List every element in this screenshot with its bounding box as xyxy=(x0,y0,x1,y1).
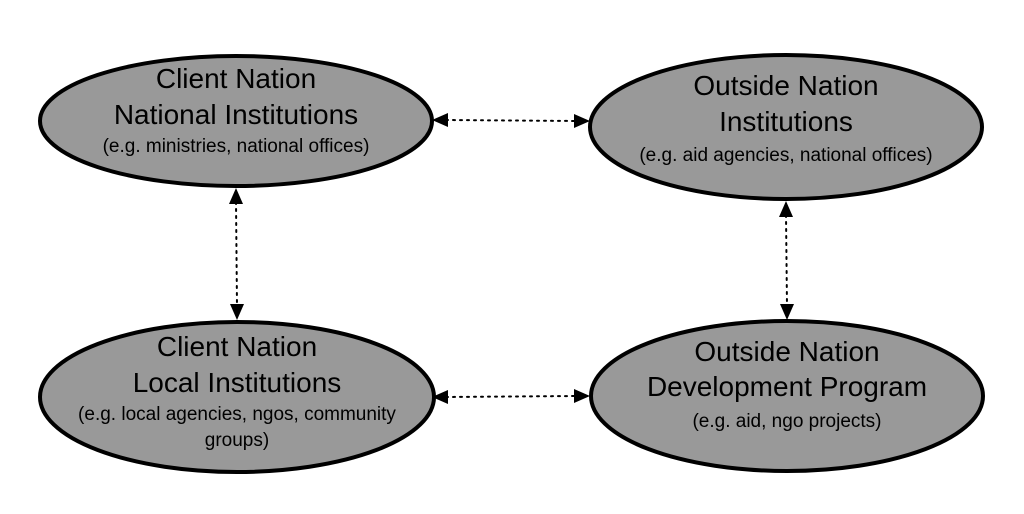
node-client-national-institutions: Client Nation National Institutions (e.g… xyxy=(38,54,434,188)
arrow-right-head xyxy=(574,389,590,403)
arrow-left-head xyxy=(432,113,448,127)
node-shape xyxy=(589,319,985,473)
node-client-local-institutions: Client Nation Local Institutions (e.g. l… xyxy=(38,320,436,474)
node-subtitle-line-1: (e.g. aid agencies, national offices) xyxy=(639,145,932,166)
node-title-line-2: Development Program xyxy=(647,371,927,402)
node-title-line-2: Institutions xyxy=(719,106,853,137)
arrow-down-head xyxy=(230,304,244,320)
arrow-up-head xyxy=(229,188,243,204)
connector-line xyxy=(445,395,577,398)
arrow-left-head xyxy=(432,390,448,404)
node-title-line-1: Outside Nation xyxy=(694,336,879,367)
node-title-line-2: National Institutions xyxy=(114,99,358,130)
node-title-line-1: Outside Nation xyxy=(693,70,878,101)
connector-outside-institutions-to-outside-program xyxy=(779,201,794,320)
node-outside-nation-institutions: Outside Nation Institutions (e.g. aid ag… xyxy=(588,53,984,201)
node-title-line-1: Client Nation xyxy=(156,63,316,94)
node-title-line-2: Local Institutions xyxy=(133,367,342,398)
node-shape xyxy=(38,54,434,188)
connector-line xyxy=(785,214,788,307)
node-subtitle-line-2: groups) xyxy=(205,430,269,451)
node-title-line-1: Client Nation xyxy=(157,331,317,362)
node-subtitle-line-1: (e.g. ministries, national offices) xyxy=(103,136,370,157)
connector-client-national-to-client-local xyxy=(229,188,244,320)
connector-client-national-to-outside-institutions xyxy=(432,113,590,128)
arrow-up-head xyxy=(779,201,793,217)
node-shape xyxy=(38,320,436,474)
node-subtitle-line-1: (e.g. aid, ngo projects) xyxy=(692,411,881,432)
node-shape xyxy=(588,53,984,201)
connector-line xyxy=(235,201,238,307)
arrow-down-head xyxy=(780,304,794,320)
arrow-right-head xyxy=(574,114,590,128)
node-subtitle-line-1: (e.g. local agencies, ngos, community xyxy=(78,404,396,425)
node-outside-development-program: Outside Nation Development Program (e.g.… xyxy=(589,319,985,473)
connector-client-local-to-outside-program xyxy=(432,389,590,404)
connector-line xyxy=(445,119,577,122)
